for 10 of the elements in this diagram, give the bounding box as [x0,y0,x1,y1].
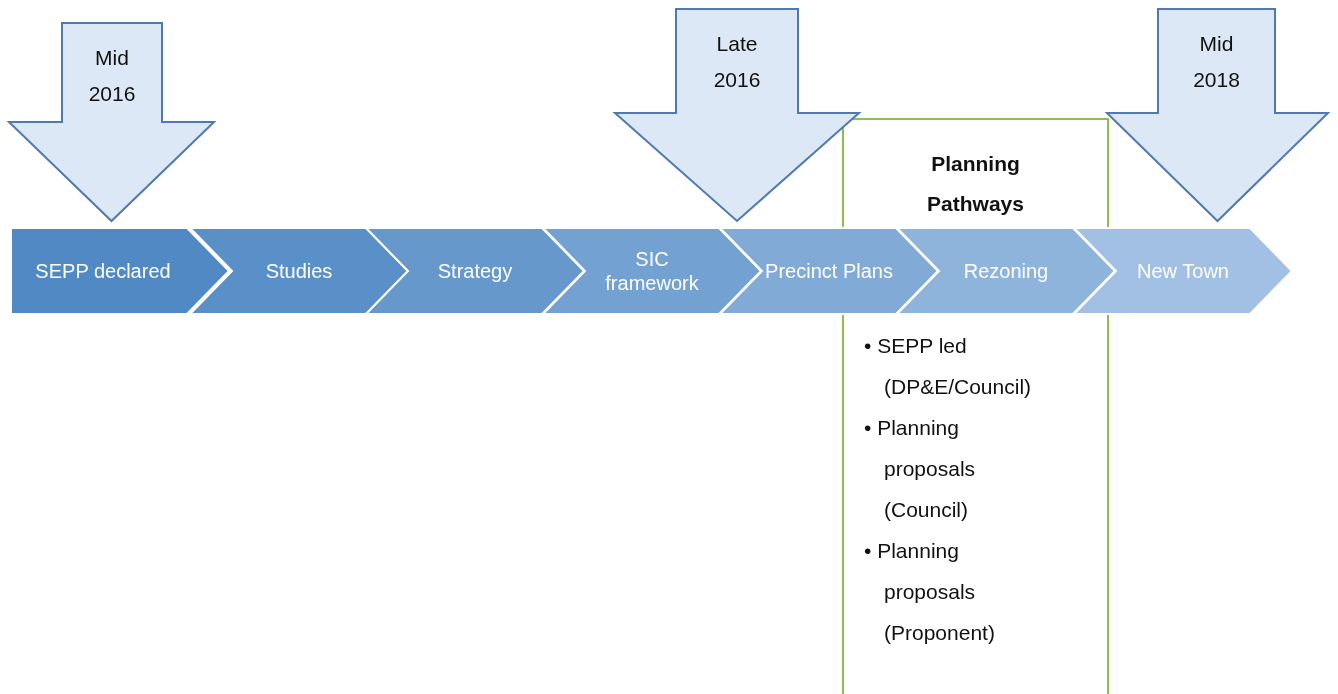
down-arrow-callout [614,8,860,222]
date-label: Late 2016 [712,31,762,93]
bullet-item: • Planning proposals (Proponent) [864,538,996,646]
date-label: Mid 2016 [87,45,137,107]
down-arrow-callout [8,22,215,222]
panel-heading: Planning Pathways [926,151,1025,217]
down-arrow-callout [1106,8,1329,222]
bullet-item: • Planning proposals (Council) [864,415,977,523]
bullet-item: • SEPP led (DP&E/Council) [864,333,1033,400]
date-label: Mid 2018 [1192,31,1241,93]
